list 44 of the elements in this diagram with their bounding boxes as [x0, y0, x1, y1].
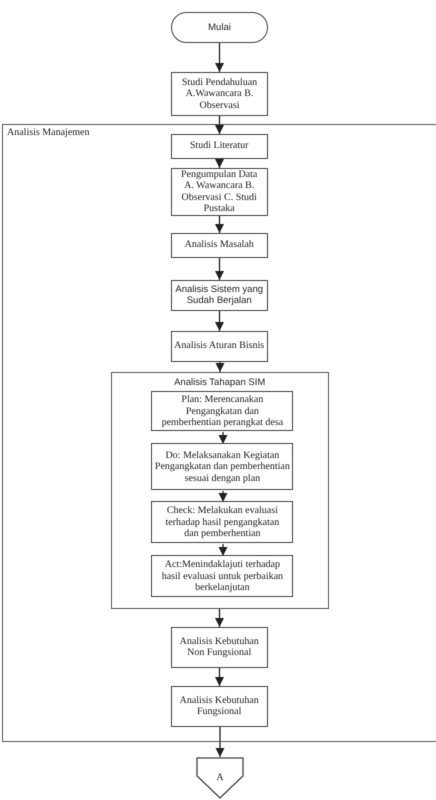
- terminal-shape: [171, 12, 268, 43]
- arrow: [214, 43, 224, 72]
- off-page-connector: [196, 757, 244, 799]
- arrow: [214, 258, 224, 280]
- arrow: [214, 668, 224, 686]
- node-text: Studi Pendahuluan A.Wawancara B. Observasi: [180, 76, 258, 112]
- arrow: [214, 311, 224, 331]
- arrow: [215, 727, 225, 757]
- node-text: Analisis Masalah: [184, 239, 254, 251]
- node-text: Mulai: [208, 22, 231, 34]
- arrow: [218, 432, 228, 444]
- group-frame: [110, 372, 329, 609]
- process-box: [151, 555, 294, 598]
- arrow: [218, 544, 228, 556]
- process-box: [170, 168, 268, 216]
- process-box: [170, 330, 268, 362]
- group-heading: Analisis Manajemen: [7, 127, 90, 138]
- node-text: Studi Literatur: [190, 140, 248, 152]
- node-text: Do: Melaksanakan Kegiatan Pengangkatan dan pemberhentian sesuai dengan plan: [154, 450, 290, 484]
- process-box: [170, 686, 268, 727]
- arrow: [214, 158, 224, 168]
- process-box: [170, 626, 268, 668]
- process-box: [151, 501, 294, 544]
- node-text: Analisis Kebutuhan Non Fungsional: [178, 636, 260, 659]
- process-box: [170, 134, 268, 159]
- node-text: Pengumpulan Data A. Wawancara B. Observasi C. Studi Pustaka: [180, 168, 258, 215]
- node-text: Analisis Sistem yang Sudah Berjalan: [174, 284, 264, 307]
- node-text: Check: Melakukan evaluasi terhadap hasil pengangkatan dan pemberhentian: [164, 505, 280, 540]
- arrow: [214, 609, 224, 627]
- group-heading: Analisis Tahapan SIM: [173, 376, 266, 388]
- process-box: [171, 72, 268, 116]
- arrow: [218, 491, 228, 502]
- process-box: [170, 232, 268, 258]
- node-text: Analisis Kebutuhan Fungsional: [178, 694, 260, 718]
- process-box: [151, 391, 294, 432]
- process-box: [151, 443, 294, 490]
- group-frame: [2, 124, 436, 742]
- node-text: A: [216, 772, 224, 784]
- arrow: [214, 116, 224, 134]
- arrow: [214, 216, 224, 233]
- arrow: [215, 362, 225, 372]
- node-text: Act:Menindaklajuti terhadap hasil evaluasi untuk perbaikan berkelanjutan: [160, 559, 284, 594]
- node-text: Analisis Aturan Bisnis: [174, 340, 264, 352]
- node-text: Plan: Merencanakan Pengangkatan dan pemberhentian perangkat desa: [160, 394, 284, 429]
